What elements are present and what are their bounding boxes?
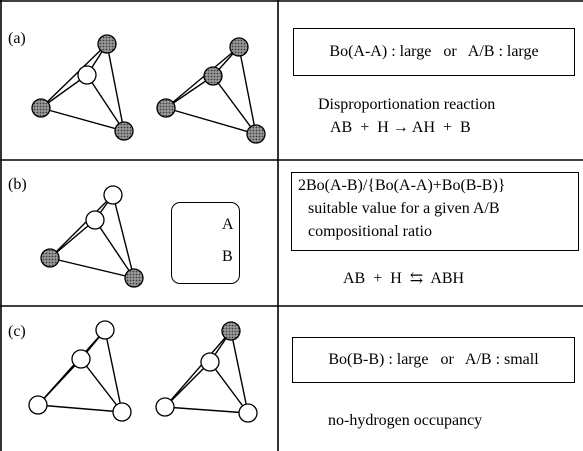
bond-line — [106, 43, 125, 132]
row-a-reaction-title: Disproportionation reaction — [318, 96, 496, 113]
bond-line — [104, 329, 123, 413]
bond-line — [49, 219, 96, 259]
atom-b — [85, 210, 105, 230]
atom-b — [77, 65, 97, 85]
bond-line — [80, 358, 123, 413]
bond-line — [230, 330, 249, 414]
atom-a — [97, 34, 117, 54]
bond-line — [209, 361, 249, 414]
row-a-condition: Bo(A-A) : large or A/B : large — [329, 43, 539, 60]
bond-line — [37, 404, 123, 413]
row-b-reaction: AB + H ⇆ ABH — [343, 270, 465, 287]
bond-line — [165, 107, 257, 135]
atom-a — [229, 37, 249, 57]
bond-line — [94, 219, 135, 279]
atom-a — [246, 124, 266, 144]
bond-line — [165, 46, 240, 109]
cluster-a2 — [156, 37, 266, 144]
row-b-condition-line-2: suitable value for a given A/B — [308, 200, 500, 217]
bond-line — [164, 330, 232, 408]
bond-line — [238, 46, 257, 135]
atom-a — [156, 98, 176, 118]
row-c-reaction: no-hydrogen occupancy — [328, 412, 483, 429]
atom-b — [238, 403, 258, 423]
bond-line — [164, 406, 249, 414]
bond-line — [37, 358, 82, 406]
bond-line — [49, 194, 114, 259]
bond-line — [112, 194, 135, 279]
cluster-a1 — [31, 34, 134, 141]
legend-label-b: B — [222, 248, 233, 265]
atom-a — [40, 248, 60, 268]
cluster-diagrams — [28, 34, 266, 423]
atom-b — [95, 320, 115, 340]
cluster-c1 — [28, 320, 132, 422]
row-a-condition-box — [293, 28, 575, 76]
row-b-condition-box — [291, 172, 579, 251]
bond-line — [164, 361, 211, 408]
atom-a — [114, 121, 134, 141]
row-c-condition-box — [292, 337, 575, 383]
atom-a — [221, 321, 241, 341]
cluster-c2 — [155, 321, 258, 423]
row-a-reaction: AB + H → AH + B — [330, 119, 471, 136]
row-c-label: (c) — [8, 323, 26, 340]
atom-b — [112, 402, 132, 422]
row-a-label: (a) — [8, 30, 26, 47]
row-b-condition-line-3: compositional ratio — [308, 223, 432, 240]
bond-line — [40, 107, 125, 132]
atom-b — [71, 349, 91, 369]
row-c-condition: Bo(B-B) : large or A/B : small — [328, 351, 539, 368]
bond-line — [49, 257, 135, 279]
atom-b — [200, 352, 220, 372]
legend-box — [171, 202, 240, 284]
legend-label-a: A — [222, 216, 234, 233]
atom-b — [28, 395, 48, 415]
atom-b — [103, 185, 123, 205]
atom-a — [31, 98, 51, 118]
cluster-b — [40, 185, 144, 288]
bond-line — [40, 43, 108, 109]
atom-a — [203, 66, 223, 86]
row-b-label: (b) — [8, 176, 27, 193]
bond-line — [86, 74, 125, 132]
atom-a — [124, 268, 144, 288]
atom-b — [155, 397, 175, 417]
row-b-condition-line-1: 2Bo(A-B)/{Bo(A-A)+Bo(B-B)} — [298, 177, 506, 194]
bond-line — [212, 75, 257, 135]
